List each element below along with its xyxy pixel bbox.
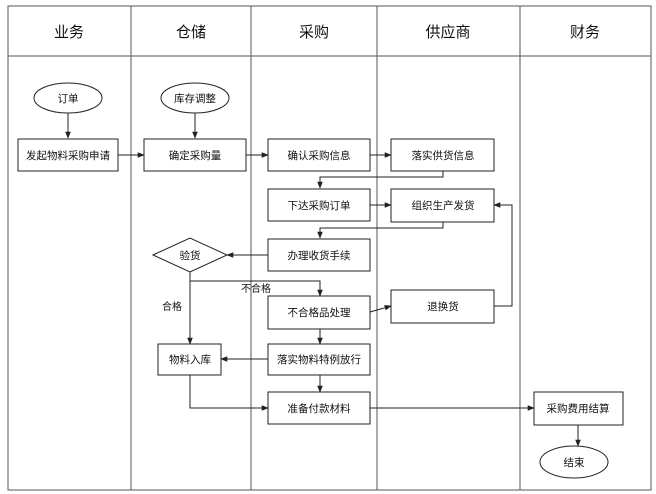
node-label-special-release: 落实物料特例放行: [277, 353, 361, 366]
node-label-inspection: 验货: [180, 249, 201, 262]
lane-title-warehouse: 仓储: [176, 23, 206, 41]
node-nonconforming: [267, 295, 371, 330]
node-label-confirm-info: 确认采购信息: [288, 149, 351, 162]
node-label-order: 订单: [58, 93, 79, 105]
node-label-nonconforming: 不合格品处理: [288, 306, 351, 319]
node-label-prepare-payment: 准备付款材料: [288, 402, 351, 415]
node-organize-production: [390, 188, 495, 223]
node-purchase-request: [17, 138, 119, 172]
node-label-stock-adjust: 库存调整: [174, 92, 216, 105]
node-label-place-order: 下达采购订单: [288, 199, 351, 212]
node-label-organize-production: 组织生产发货: [412, 199, 475, 212]
node-settlement: [533, 391, 624, 426]
node-label-end: 结束: [564, 456, 585, 469]
node-end: [539, 445, 609, 479]
node-implement-supply: [390, 138, 495, 172]
lane-title-purchasing: 采购: [299, 23, 329, 41]
node-inspection: [151, 237, 229, 273]
flow-edges: [65, 113, 581, 447]
node-place-order: [267, 188, 371, 222]
lane-title-business: 业务: [54, 23, 84, 41]
node-prepare-payment: [267, 391, 371, 425]
node-label-return-exchange: 退换货: [427, 300, 459, 313]
edge-production-to-receiving: [317, 222, 444, 239]
lane-title-finance: 财务: [570, 23, 600, 41]
edge-implement-to-order: [317, 171, 444, 189]
node-label-receiving: 办理收货手续: [288, 249, 351, 262]
node-warehouse-in: [157, 343, 222, 376]
node-labels: 订单 库存调整 发起物料采购申请 确定采购量 确认采购信息 落实供货信息 下达采…: [26, 92, 610, 469]
node-label-purchase-request: 发起物料采购申请: [26, 149, 110, 162]
node-determine-qty: [143, 138, 247, 172]
node-special-release: [267, 343, 371, 376]
node-receiving: [267, 238, 371, 272]
edge-label-unqualified: 不合格: [241, 282, 271, 295]
edge-nonconforming-to-return: [369, 305, 392, 313]
lane-headers: 业务 仓储 采购 供应商 财务: [7, 5, 652, 57]
edge-label-qualified: 合格: [162, 300, 182, 313]
edge-return-to-production: [493, 202, 513, 307]
node-label-warehouse-in: 物料入库: [169, 353, 211, 366]
node-confirm-info: [267, 138, 371, 172]
node-return-exchange: [390, 289, 495, 324]
node-order: [33, 82, 103, 114]
node-label-implement-supply: 落实供货信息: [412, 149, 475, 162]
edge-warehouse-to-payment: [189, 375, 269, 411]
node-stock-adjust: [160, 82, 230, 114]
node-label-settlement: 采购费用结算: [547, 402, 610, 415]
lane-title-supplier: 供应商: [425, 23, 470, 41]
node-label-determine-qty: 确定采购量: [169, 149, 222, 162]
flow-nodes: [17, 82, 624, 479]
